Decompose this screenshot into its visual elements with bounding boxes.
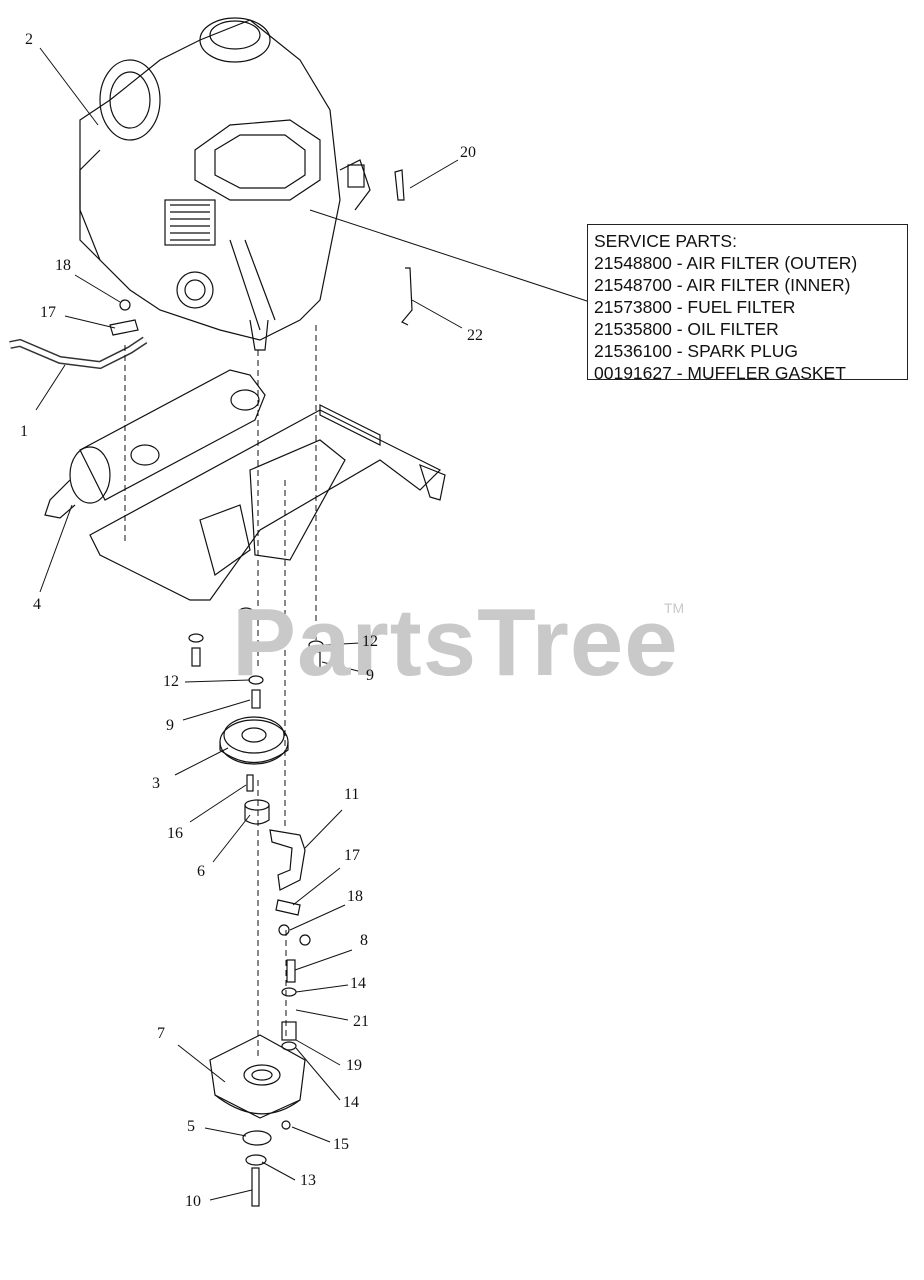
callout-17b: 17 <box>344 847 360 864</box>
callout-14a: 14 <box>350 975 366 992</box>
callout-4: 4 <box>33 596 41 613</box>
callout-16: 16 <box>167 825 183 842</box>
callout-22: 22 <box>467 327 483 344</box>
deck-frame <box>89 404 446 601</box>
service-part-item: 21535800 - OIL FILTER <box>594 319 779 339</box>
callout-8: 8 <box>360 932 368 949</box>
part-22 <box>401 267 413 326</box>
callout-2: 2 <box>25 31 33 48</box>
trademark-mark: TM <box>664 600 685 616</box>
washer-13 <box>245 1154 267 1166</box>
muffler <box>44 369 266 519</box>
engine-assembly <box>79 17 371 351</box>
callout-13: 13 <box>300 1172 316 1189</box>
service-parts-title: SERVICE PARTS: <box>594 231 737 251</box>
bolt-10 <box>251 1167 260 1207</box>
washer-5 <box>242 1130 272 1146</box>
callout-7: 7 <box>157 1025 165 1042</box>
callout-18: 18 <box>55 257 71 274</box>
service-parts-box: SERVICE PARTS: 21548800 - AIR FILTER (OU… <box>587 224 908 383</box>
callout-1: 1 <box>20 423 28 440</box>
callout-3: 3 <box>152 775 160 792</box>
service-part-item: 00191627 - MUFFLER GASKET <box>594 363 846 383</box>
callout-19: 19 <box>346 1057 362 1074</box>
callout-21: 21 <box>353 1013 369 1030</box>
service-part-item: 21548800 - AIR FILTER (OUTER) <box>594 253 858 273</box>
callout-11: 11 <box>344 786 360 803</box>
partstree-watermark: PartsTree <box>232 589 679 696</box>
pulley <box>219 716 289 765</box>
clutch <box>209 1034 306 1119</box>
service-part-item: 21573800 - FUEL FILTER <box>594 297 796 317</box>
callout-10: 10 <box>185 1193 201 1210</box>
callout-15: 15 <box>333 1136 349 1153</box>
bracket <box>269 829 306 891</box>
callout-9a: 9 <box>366 667 374 684</box>
service-part-item: 21548700 - AIR FILTER (INNER) <box>594 275 851 295</box>
hardware <box>109 299 324 1130</box>
callout-17: 17 <box>40 304 56 321</box>
spacer <box>244 799 270 825</box>
callout-20: 20 <box>460 144 476 161</box>
callout-12a: 12 <box>362 633 378 650</box>
callout-6: 6 <box>197 863 205 880</box>
callout-18b: 18 <box>347 888 363 905</box>
callout-5: 5 <box>187 1118 195 1135</box>
part-20 <box>394 169 405 201</box>
service-part-item: 21536100 - SPARK PLUG <box>594 341 798 361</box>
callout-14b: 14 <box>343 1094 359 1111</box>
callout-9b: 9 <box>166 717 174 734</box>
callout-12b: 12 <box>163 673 179 690</box>
